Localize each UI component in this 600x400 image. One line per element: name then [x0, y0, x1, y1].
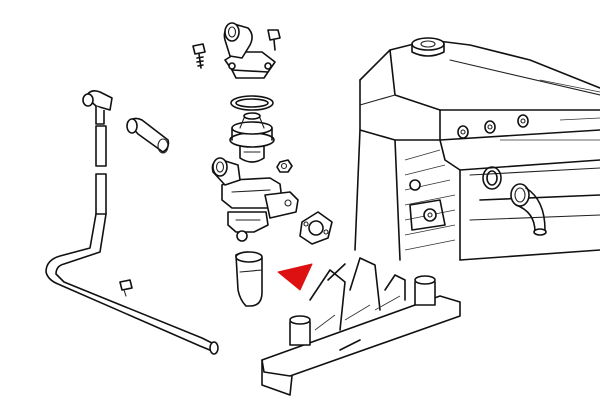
red-pointer-arrow: [277, 263, 313, 291]
thermostat-housing: [211, 157, 299, 242]
bypass-connector: [82, 90, 113, 215]
thermostat-housing-cover: [223, 22, 281, 79]
housing-gasket: [230, 95, 274, 111]
hose-clamp: [119, 279, 133, 297]
small-nut: [276, 159, 293, 173]
block-bolts: [457, 114, 529, 139]
engine-mount-bracket: [261, 257, 461, 396]
thermostat: [229, 112, 275, 163]
coolant-pipe: [45, 213, 219, 355]
lower-radiator-hose: [235, 251, 263, 307]
cover-bolt: [192, 43, 206, 69]
housing-flange-gasket: [299, 211, 333, 245]
block-side-elbow-pipe: [510, 183, 547, 236]
block-side-o-ring: [482, 166, 502, 190]
engine-block: [354, 37, 600, 261]
bypass-hose-upper: [126, 117, 170, 154]
